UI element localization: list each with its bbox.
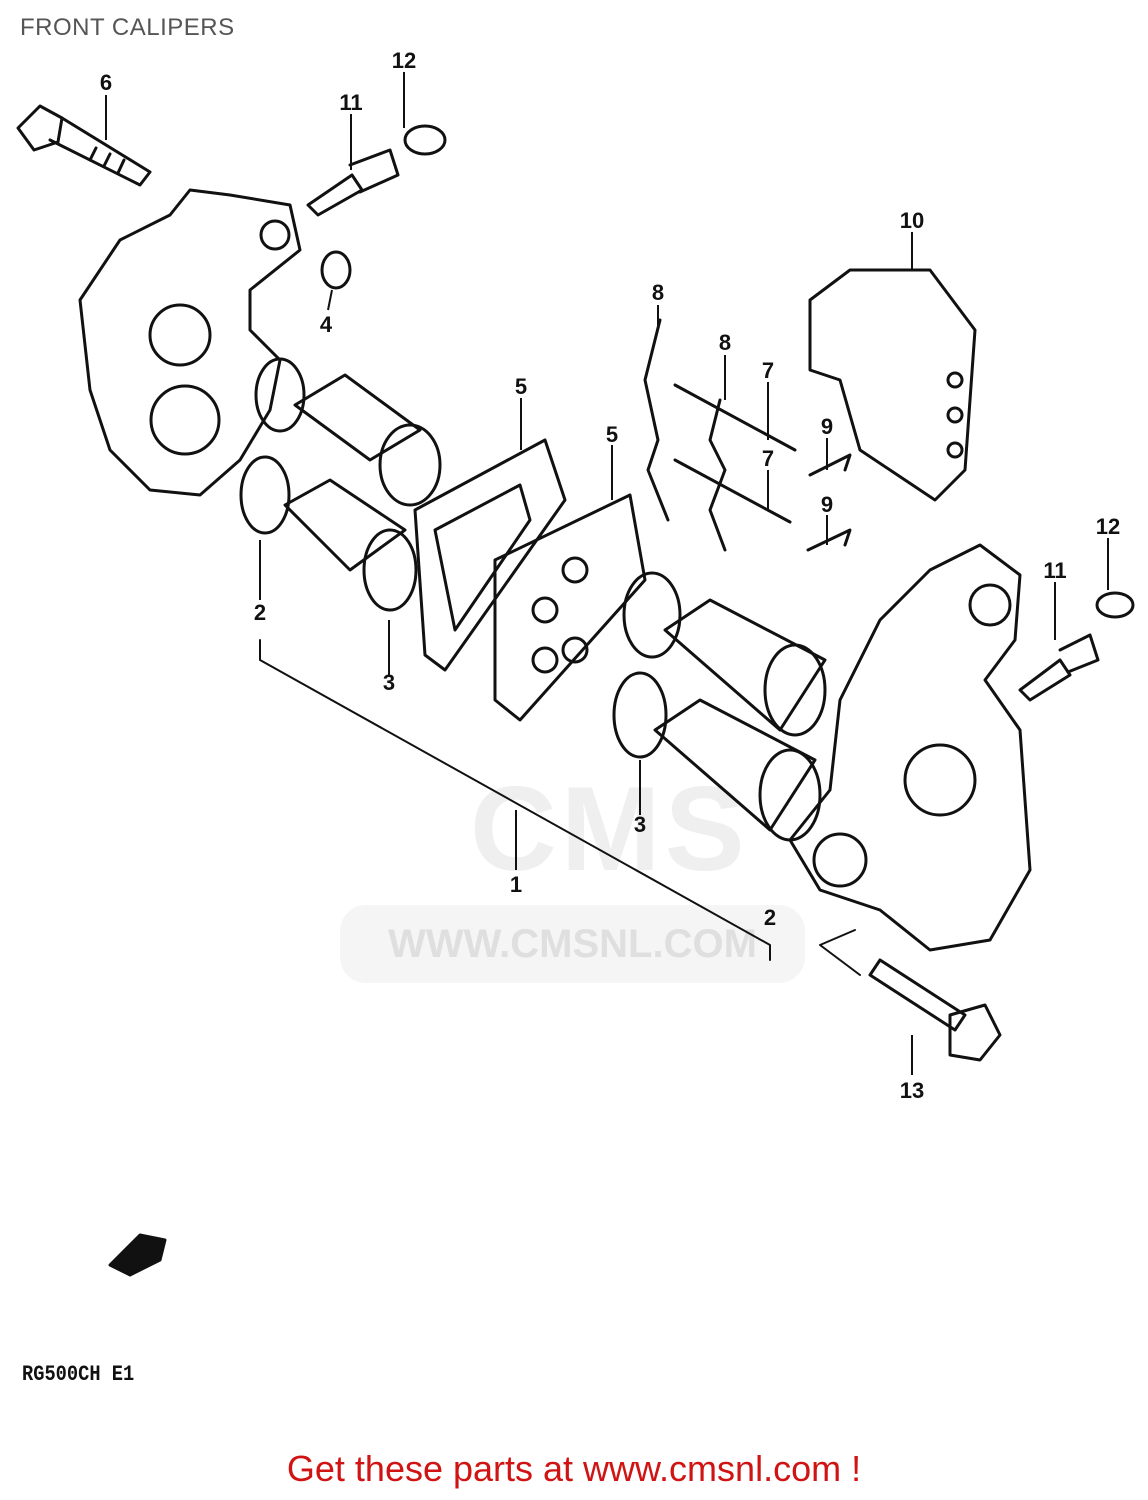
part-9-clip-b [806,528,852,552]
callout-6-top: 6 [100,70,112,95]
callout-3-right: 3 [634,812,646,837]
left-caliper-body [78,188,302,497]
callout-10: 10 [900,208,924,233]
page-title: FRONT CALIPERS [20,14,235,41]
callout-2-left: 2 [254,600,266,625]
part-12-cap-right [1095,591,1135,619]
callout-9-a: 9 [821,414,833,439]
right-caliper-body [788,543,1032,952]
callout-8-a: 8 [652,280,664,305]
callout-11-right: 11 [1043,558,1066,583]
part-8-spring-a [643,318,670,522]
callout-12-top: 12 [392,48,416,73]
seal-upper-left [254,357,306,433]
exploded-parts-diagram: 6 11 12 4 5 5 8 8 7 7 9 9 10 12 11 2 3 3… [16,48,1135,1277]
callout-12-right: 12 [1096,514,1120,539]
part-4-plug [320,250,352,290]
watermark-url: WWW.CMSNL.COM [340,905,805,983]
seal-lower-right [612,671,668,759]
callout-5-b: 5 [606,422,618,447]
callout-4: 4 [320,312,333,337]
part-7-pin-a [673,383,797,452]
callout-8-b: 8 [719,330,731,355]
callout-2-right: 2 [764,905,776,930]
watermark-url-text: WWW.CMSNL.COM [388,921,757,966]
brake-pad-right [493,493,647,722]
assembly-bracket-1 [259,639,771,961]
part-11-bleeder-top [306,148,400,217]
part-8-spring-b [708,398,727,552]
part-9-clip-a [808,453,852,477]
brake-pad-left [413,438,567,672]
callout-1: 1 [510,872,522,897]
callout-5-a: 5 [515,374,527,399]
seal-lower-left [239,455,291,535]
piston-upper-right [663,598,827,737]
seal-upper-right [622,571,682,659]
leader-13 [819,929,861,976]
part-6-bolt [16,104,152,187]
part-13-bolt [868,958,1002,1062]
part-12-cap-top [403,124,447,156]
callout-3-left: 3 [383,670,395,695]
callout-7-a: 7 [762,358,774,383]
piston-upper-left [293,373,442,507]
model-code-label: RG500CH E1 [22,1362,135,1387]
part-11-bleeder-right [1018,633,1100,702]
piston-lower-left [283,478,418,612]
part-7-pin-b [673,458,792,524]
piston-lower-right [653,698,822,842]
part-10-shim [808,268,977,502]
callout-9-b: 9 [821,492,833,517]
callout-11-top: 11 [339,90,362,115]
callout-13: 13 [900,1078,924,1103]
direction-arrow-icon [108,1233,167,1277]
footer-link[interactable]: Get these parts at www.cmsnl.com ! [286,1448,862,1489]
callout-7-b: 7 [762,446,774,471]
